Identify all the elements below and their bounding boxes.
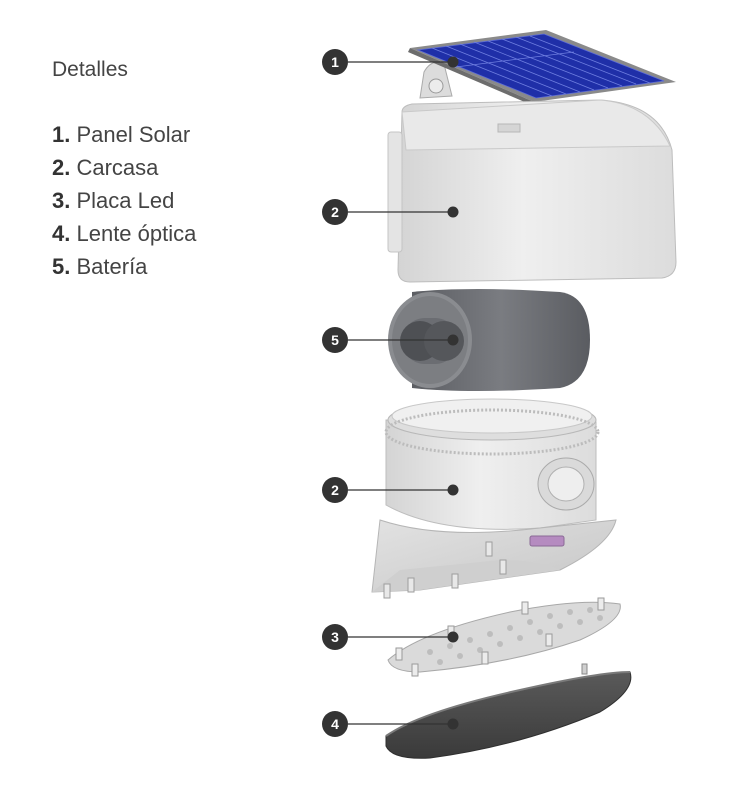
details-title: Detalles — [52, 58, 128, 81]
callout-badge-3: 3 — [322, 624, 348, 650]
callout-number: 1 — [331, 54, 339, 70]
parts-legend: 1. Panel Solar 2. Carcasa 3. Placa Led 4… — [52, 118, 196, 283]
legend-label: Lente óptica — [76, 221, 197, 246]
callout-badge-1: 1 — [322, 49, 348, 75]
housing-lower — [371, 398, 617, 599]
legend-number: 2. — [52, 155, 71, 180]
battery — [388, 289, 590, 391]
legend-item-bateria: 5. Batería — [52, 250, 196, 283]
callout-endpoint-dot — [447, 484, 459, 496]
callout-endpoint-dot — [447, 56, 459, 68]
callout-number: 5 — [331, 332, 339, 348]
callout-number: 4 — [331, 716, 339, 732]
callout-badge-2-lower: 2 — [322, 477, 348, 503]
legend-item-panel-solar: 1. Panel Solar — [52, 118, 196, 151]
callout-endpoint-dot — [447, 631, 459, 643]
callout-endpoint-dot — [447, 718, 459, 730]
led-plate — [387, 597, 621, 677]
callout-endpoints — [447, 56, 459, 730]
legend-number: 5. — [52, 254, 71, 279]
callout-badge-2-upper: 2 — [322, 199, 348, 225]
legend-number: 4. — [52, 221, 71, 246]
callout-endpoint-dot — [447, 206, 459, 218]
legend-number: 1. — [52, 122, 71, 147]
callout-badge-5: 5 — [322, 327, 348, 353]
callout-endpoint-dot — [447, 334, 459, 346]
optical-lens — [385, 663, 632, 759]
legend-label: Panel Solar — [76, 122, 191, 147]
callout-badge-4: 4 — [322, 711, 348, 737]
legend-label: Placa Led — [76, 188, 175, 213]
legend-item-lente-optica: 4. Lente óptica — [52, 217, 196, 250]
callout-number: 2 — [331, 204, 339, 220]
callout-number: 3 — [331, 629, 339, 645]
legend-number: 3. — [52, 188, 71, 213]
callout-number: 2 — [331, 482, 339, 498]
legend-item-carcasa: 2. Carcasa — [52, 151, 196, 184]
legend-label: Carcasa — [76, 155, 159, 180]
solar-panel — [408, 30, 676, 106]
callout-lines — [348, 61, 452, 725]
housing-upper — [387, 99, 677, 283]
legend-item-placa-led: 3. Placa Led — [52, 184, 196, 217]
legend-label: Batería — [76, 254, 148, 279]
